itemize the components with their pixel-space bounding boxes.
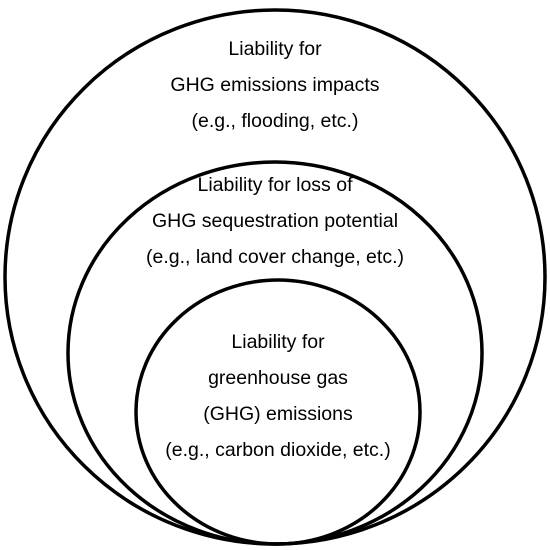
inner-circle — [134, 278, 422, 546]
outer-label-line-2: GHG emissions impacts — [170, 74, 379, 96]
middle-label-line-1: Liability for loss of — [198, 174, 354, 196]
inner-label-line-2: greenhouse gas — [208, 367, 348, 389]
middle-label-line-3: (e.g., land cover change, etc.) — [146, 246, 404, 268]
middle-label-line-2: GHG sequestration potential — [152, 210, 398, 232]
inner-label-line-4: (e.g., carbon dioxide, etc.) — [165, 439, 390, 461]
outer-label-line-1: Liability for — [228, 38, 322, 60]
inner-label-line-3: (GHG) emissions — [203, 403, 353, 425]
inner-label-line-1: Liability for — [231, 331, 325, 353]
outer-label-line-3: (e.g., flooding, etc.) — [192, 110, 359, 132]
